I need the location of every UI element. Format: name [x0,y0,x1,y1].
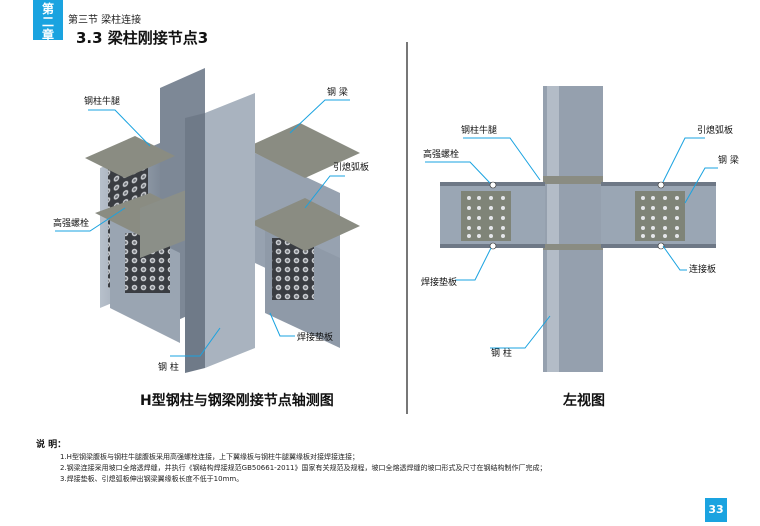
section-label: 第三节 梁柱连接 [68,15,142,26]
note-item: 1.H型钢梁腹板与钢柱牛腿腹板采用高强螺栓连接，上下翼缘板与钢柱牛腿翼缘板对接焊… [60,453,359,461]
side-view-figure: 钢柱牛腿 高强螺栓 引熄弧板 钢 梁 连接板 焊接垫板 钢 柱 [415,58,755,374]
side-label-arc-plate: 引熄弧板 [697,124,733,136]
chapter-tab: 第 二 章 [33,0,63,42]
column-band-bottom [543,244,603,250]
iso-caption: H型钢柱与钢梁刚接节点轴测图 [140,393,334,409]
iso-label-beam: 钢 梁 [327,86,348,98]
iso-label-corbel: 钢柱牛腿 [84,95,120,107]
iso-label-bolt: 高强螺栓 [53,217,89,229]
iso-label-column: 钢 柱 [158,361,179,373]
right-bolt-grid [641,196,679,238]
side-label-bolt: 高强螺栓 [423,148,459,160]
column-band-top [543,176,603,184]
left-bolt-grid [467,196,505,238]
notes-list: 1.H型钢梁腹板与钢柱牛腿腹板采用高强螺栓连接，上下翼缘板与钢柱牛腿翼缘板对接焊… [60,452,547,485]
figure-divider [406,42,408,414]
side-label-corbel: 钢柱牛腿 [461,124,497,136]
side-label-column: 钢 柱 [491,347,512,359]
iso-label-backing-plate: 焊接垫板 [297,331,333,343]
side-label-beam: 钢 梁 [718,154,739,166]
left-beam-top-flange [85,136,175,178]
front-right-top-flange [250,198,360,251]
iso-label-arc-plate: 引熄弧板 [333,161,369,173]
side-label-backing-plate: 焊接垫板 [421,276,457,288]
column-front-flange [205,93,255,368]
right-beam-top-flange [245,123,360,178]
side-label-splice-plate: 连接板 [689,263,716,275]
chapter-char-3: 章 [41,28,54,42]
column-flange-edge [185,113,205,373]
chapter-char-1: 第 [41,2,54,16]
note-item: 2.钢梁连接采用坡口全熔透焊缝，并执行《钢结构焊接规范GB50661-2011》… [60,464,547,472]
page-number: 33 [705,498,727,522]
note-item: 3.焊接垫板、引熄弧板伸出钢梁翼缘板长度不低于10mm。 [60,475,244,483]
notes-label: 说 明： [36,440,67,450]
side-caption: 左视图 [563,393,605,409]
chapter-char-2: 二 [41,15,54,29]
page-title: 3.3 梁柱刚接节点3 [76,29,209,47]
side-view-drawing: 钢柱牛腿 高强螺栓 引熄弧板 钢 梁 连接板 焊接垫板 钢 柱 [421,86,739,372]
isometric-figure: 钢柱牛腿 钢 梁 引熄弧板 高强螺栓 焊接垫板 钢 柱 [40,58,400,374]
isometric-drawing: 钢柱牛腿 钢 梁 引熄弧板 高强螺栓 焊接垫板 钢 柱 [53,68,369,373]
